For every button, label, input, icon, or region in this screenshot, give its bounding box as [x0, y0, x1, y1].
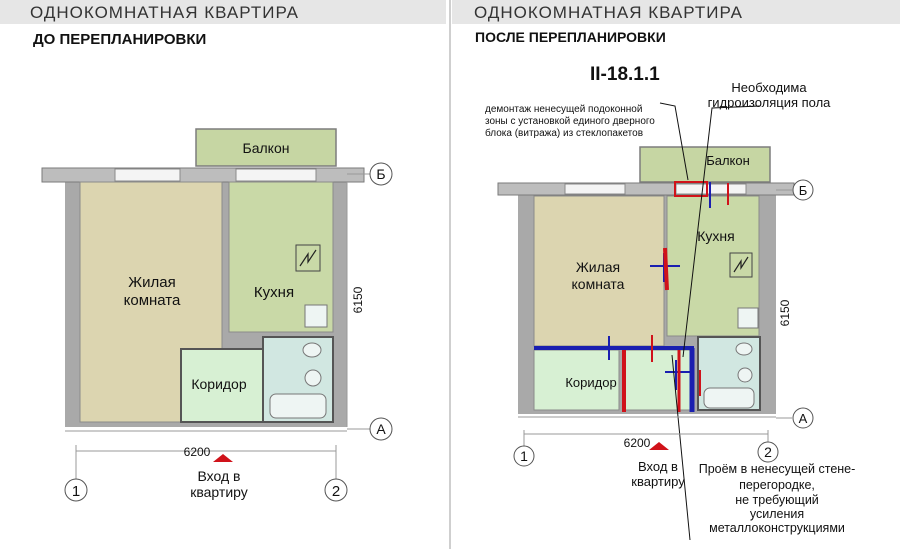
kitchen-sink-after: [737, 307, 759, 329]
note-demolition-2: зоны с установкой единого дверного: [485, 116, 655, 127]
dim-depth-before: 6150: [351, 286, 365, 313]
axis-b-after: [792, 179, 814, 201]
corridor-label-after: Коридор: [565, 375, 616, 390]
axis-a-after: [792, 407, 814, 429]
axis-2-label-before: 2: [332, 483, 340, 500]
window-living-before: [114, 168, 181, 182]
corridor-label-before: Коридор: [191, 376, 247, 392]
toilet-after: [735, 342, 753, 356]
leader-waterproofing: [682, 105, 761, 358]
right-header: ОДНОКОМНАТНАЯ КВАРТИРА: [452, 0, 900, 24]
plan-after: демонтаж ненесущей подоконной зоны с уст…: [485, 80, 856, 541]
entrance-2-after: квартиру: [631, 474, 685, 489]
demolish-sill-block: [674, 181, 708, 197]
right-subtitle: ПОСЛЕ ПЕРЕПЛАНИРОВКИ: [475, 29, 666, 45]
note-opening-1: Проём в ненесущей стене-: [699, 462, 856, 476]
axis-a-label-after: А: [799, 411, 808, 426]
axis-1-label-before: 1: [72, 483, 80, 500]
axis-2-after: [757, 441, 779, 463]
kitchen-label-before: Кухня: [254, 284, 294, 301]
living-label-2-after: комната: [572, 276, 625, 292]
living-room-before: [79, 181, 223, 423]
bathtub-after: [703, 387, 755, 409]
note-opening-3: не требующий: [735, 493, 819, 507]
left-header: ОДНОКОМНАТНАЯ КВАРТИРА: [0, 0, 446, 24]
dim-width-before: 6200: [184, 445, 211, 459]
axis-2-label-after: 2: [764, 444, 772, 460]
note-demolition-1: демонтаж ненесущей подоконной: [485, 104, 642, 115]
corridor-before: [180, 348, 264, 423]
window-kitchen-before: [235, 168, 317, 182]
axis-1-label-after: 1: [520, 448, 528, 464]
axis-a-before: [369, 417, 393, 441]
entrance-marker-before: [213, 454, 233, 462]
living-label-1-after: Жилая: [576, 259, 620, 275]
plan-before: Балкон Жилая комната Кухня Коридор 6200 …: [41, 128, 393, 502]
leader-opening: [671, 354, 691, 541]
dim-width-after: 6200: [624, 436, 651, 450]
hall-after: [623, 349, 695, 411]
axis-2-before: [324, 478, 348, 502]
note-waterproofing-1: Необходима: [731, 80, 807, 95]
entrance-2-before: квартиру: [190, 484, 248, 500]
bathtub-before: [269, 393, 327, 419]
dim-depth-after: 6150: [778, 299, 792, 326]
toilet-before: [302, 342, 322, 358]
axis-a-label-before: А: [376, 421, 386, 437]
note-opening-5: металлоконструкциями: [709, 521, 845, 535]
balcony-before: [195, 128, 337, 167]
demolish-wall-kitchen: [663, 247, 669, 291]
series-title: II-18.1.1: [590, 64, 660, 85]
axis-1-after: [513, 445, 535, 467]
entrance-1-before: Вход в: [198, 468, 241, 484]
entrance-1-after: Вход в: [638, 459, 678, 474]
kitchen-label-after: Кухня: [697, 228, 734, 244]
kitchen-sink-before: [304, 304, 328, 328]
note-opening-2: перегородке,: [739, 478, 815, 492]
note-opening-4: усиления: [750, 507, 804, 521]
sink-after: [737, 367, 753, 383]
corridor-after: [533, 349, 620, 411]
axis-b-before: [369, 162, 393, 186]
leader-demolition: [659, 102, 689, 181]
panel-divider: [449, 0, 451, 549]
axis-b-label-before: Б: [376, 166, 385, 182]
balcony-label-before: Балкон: [243, 140, 290, 156]
living-room-after: [533, 195, 665, 347]
sink-before: [304, 369, 322, 387]
left-subtitle: ДО ПЕРЕПЛАНИРОВКИ: [33, 31, 207, 48]
window-living-after: [564, 183, 626, 195]
note-demolition-3: блока (витража) из стеклопакетов: [485, 127, 643, 139]
axis-b-label-after: Б: [799, 183, 808, 198]
facade-top-after: [497, 182, 795, 196]
note-waterproofing-2: гидроизоляция пола: [708, 95, 832, 110]
balcony-label-after: Балкон: [706, 153, 750, 168]
living-label-1-before: Жилая: [128, 274, 175, 291]
axis-1-before: [64, 478, 88, 502]
living-label-2-before: комната: [124, 292, 181, 309]
entrance-marker-after: [649, 442, 669, 450]
